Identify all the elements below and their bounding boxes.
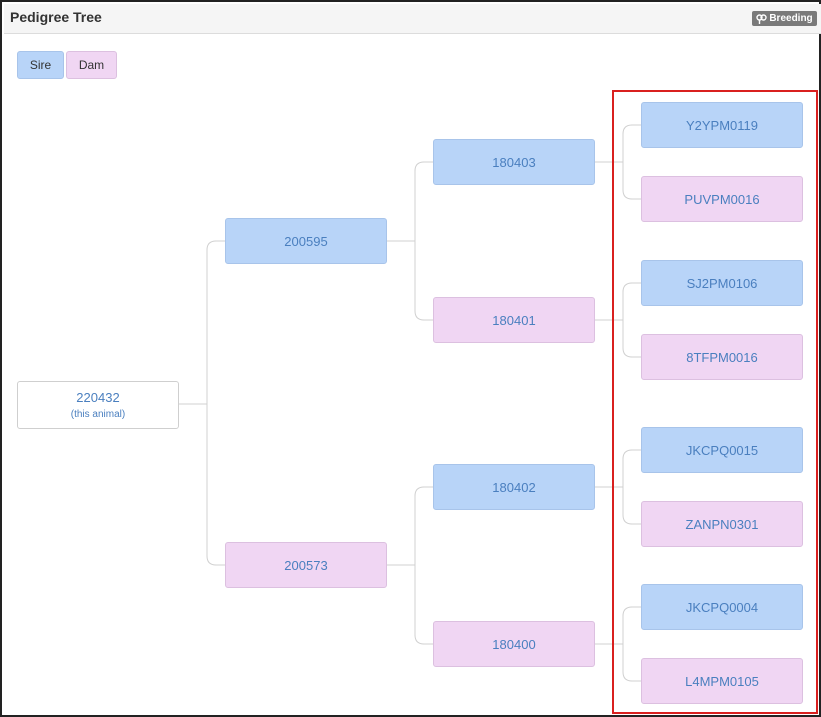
tree-node-self[interactable]: 220432 (this animal)	[17, 381, 179, 429]
tree-node-dam[interactable]: 200573	[225, 542, 387, 588]
node-id: 200573	[284, 557, 328, 573]
tree-node-maternal-granddam[interactable]: 180400	[433, 621, 595, 667]
tree-node-paternal-granddam[interactable]: 180401	[433, 297, 595, 343]
connector	[386, 161, 433, 321]
tree-node-great-grandparent[interactable]: JKCPQ0015	[641, 427, 803, 473]
connector	[595, 606, 641, 682]
node-id: ZANPN0301	[685, 516, 759, 532]
node-id: 180402	[492, 479, 536, 495]
connector	[386, 486, 433, 645]
connector	[595, 282, 641, 358]
node-id: SJ2PM0106	[686, 275, 758, 291]
breeding-icon	[756, 13, 768, 24]
node-id: PUVPM0016	[684, 191, 760, 207]
node-id: 180400	[492, 636, 536, 652]
tree-node-great-grandparent[interactable]: SJ2PM0106	[641, 260, 803, 306]
node-id: 200595	[284, 233, 328, 249]
node-note: (this animal)	[70, 409, 126, 420]
tree-node-great-grandparent[interactable]: L4MPM0105	[641, 658, 803, 704]
connector	[595, 449, 641, 525]
node-id: JKCPQ0004	[685, 599, 759, 615]
node-id: JKCPQ0015	[685, 442, 759, 458]
connector	[595, 124, 641, 200]
tree-node-sire[interactable]: 200595	[225, 218, 387, 264]
tree-node-great-grandparent[interactable]: 8TFPM0016	[641, 334, 803, 380]
breeding-badge-label: Breeding	[769, 13, 813, 24]
tree-node-maternal-grandsire[interactable]: 180402	[433, 464, 595, 510]
node-id: Y2YPM0119	[685, 117, 759, 133]
node-id: 8TFPM0016	[686, 349, 758, 365]
node-id: L4MPM0105	[685, 673, 759, 689]
connector	[178, 240, 225, 566]
tree-node-great-grandparent[interactable]: Y2YPM0119	[641, 102, 803, 148]
tree-node-great-grandparent[interactable]: PUVPM0016	[641, 176, 803, 222]
tree-node-great-grandparent[interactable]: JKCPQ0004	[641, 584, 803, 630]
panel-title: Pedigree Tree	[10, 9, 102, 25]
legend-dam: Dam	[66, 51, 117, 79]
node-id: 180401	[492, 312, 536, 328]
panel-header: Pedigree Tree Breeding	[4, 4, 821, 34]
node-id: 180403	[492, 154, 536, 170]
breeding-badge[interactable]: Breeding	[752, 11, 817, 26]
legend-sire: Sire	[17, 51, 64, 79]
node-id: 220432	[76, 390, 120, 405]
tree-node-paternal-grandsire[interactable]: 180403	[433, 139, 595, 185]
tree-node-great-grandparent[interactable]: ZANPN0301	[641, 501, 803, 547]
